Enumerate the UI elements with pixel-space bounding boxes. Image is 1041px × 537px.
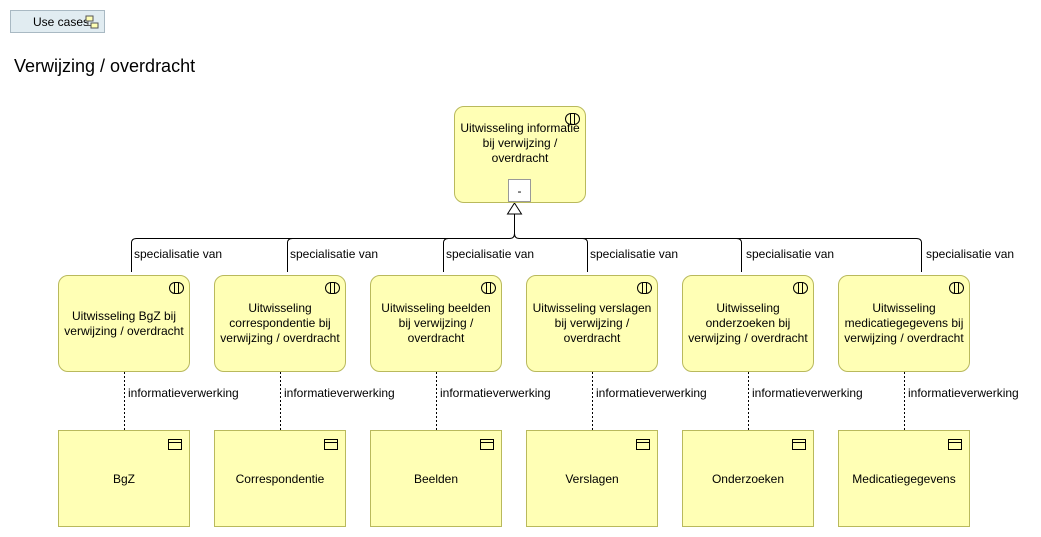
business-object-icon — [324, 437, 338, 455]
business-service-icon — [565, 112, 580, 130]
diagram-title: Verwijzing / overdracht — [14, 56, 196, 76]
root-service[interactable]: Uitwisseling informatie bij verwijzing /… — [454, 106, 586, 203]
business-service-icon — [169, 281, 184, 299]
service-label: Uitwisseling onderzoeken bij verwijzing … — [688, 301, 808, 345]
business-object-box[interactable]: Onderzoeken — [682, 430, 814, 527]
collapse-button[interactable]: - — [508, 179, 531, 202]
edge-label-info: informatieverwerking — [128, 386, 239, 400]
service-label: Uitwisseling BgZ bij verwijzing / overdr… — [64, 308, 184, 338]
service-label: Uitwisseling beelden bij verwijzing / ov… — [381, 301, 491, 345]
service-label: Uitwisseling correspondentie bij verwijz… — [220, 301, 340, 345]
business-object-box[interactable]: Verslagen — [526, 430, 658, 527]
business-object-icon — [948, 437, 962, 455]
business-service-icon — [949, 281, 964, 299]
edge-label-info: informatieverwerking — [440, 386, 551, 400]
business-object-label: Onderzoeken — [711, 471, 785, 486]
service-box[interactable]: Uitwisseling verslagen bij verwijzing / … — [526, 275, 658, 372]
specialization-line-1 — [131, 214, 515, 272]
business-object-label: Medicatiegegevens — [852, 471, 956, 486]
service-label: Uitwisseling medicatiegegevens bij verwi… — [844, 301, 964, 345]
specialization-line-6 — [736, 238, 922, 272]
use-cases-tab-label: Use cases — [33, 15, 90, 29]
business-object-label: Verslagen — [565, 471, 619, 486]
edge-label-specialization: specialisatie van — [590, 247, 679, 261]
edge-label-info: informatieverwerking — [284, 386, 395, 400]
specialization-line-2 — [287, 238, 293, 272]
business-object-label: Correspondentie — [235, 471, 325, 486]
business-service-icon — [325, 281, 340, 299]
business-object-icon — [792, 437, 806, 455]
business-object-box[interactable]: Medicatiegegevens — [838, 430, 970, 527]
specialization-line-3 — [443, 238, 449, 272]
edge-label-specialization: specialisatie van — [746, 247, 835, 261]
service-box[interactable]: Uitwisseling correspondentie bij verwijz… — [214, 275, 346, 372]
business-object-label: BgZ — [112, 471, 135, 486]
edge-label-specialization: specialisatie van — [926, 247, 1015, 261]
service-box[interactable]: Uitwisseling medicatiegegevens bij verwi… — [838, 275, 970, 372]
hierarchy-icon — [85, 15, 99, 32]
service-box[interactable]: Uitwisseling BgZ bij verwijzing / overdr… — [58, 275, 190, 372]
service-label: Uitwisseling verslagen bij verwijzing / … — [532, 301, 652, 345]
edge-label-info: informatieverwerking — [752, 386, 863, 400]
edge-label-info: informatieverwerking — [908, 386, 1019, 400]
business-service-icon — [793, 281, 808, 299]
service-box[interactable]: Uitwisseling onderzoeken bij verwijzing … — [682, 275, 814, 372]
business-object-label: Beelden — [413, 471, 459, 486]
business-object-icon — [636, 437, 650, 455]
edge-label-info: informatieverwerking — [596, 386, 707, 400]
business-object-box[interactable]: BgZ — [58, 430, 190, 527]
business-object-box[interactable]: Beelden — [370, 430, 502, 527]
use-cases-tab[interactable]: Use cases — [10, 10, 105, 33]
business-object-icon — [168, 437, 182, 455]
edge-label-specialization: specialisatie van — [290, 247, 379, 261]
business-service-icon — [481, 281, 496, 299]
root-service-label: Uitwisseling informatie bij verwijzing /… — [460, 121, 580, 165]
edge-label-specialization: specialisatie van — [446, 247, 535, 261]
business-object-box[interactable]: Correspondentie — [214, 430, 346, 527]
business-service-icon — [637, 281, 652, 299]
service-box[interactable]: Uitwisseling beelden bij verwijzing / ov… — [370, 275, 502, 372]
specialization-arrowhead — [506, 202, 523, 215]
business-object-icon — [480, 437, 494, 455]
edge-label-specialization: specialisatie van — [134, 247, 223, 261]
